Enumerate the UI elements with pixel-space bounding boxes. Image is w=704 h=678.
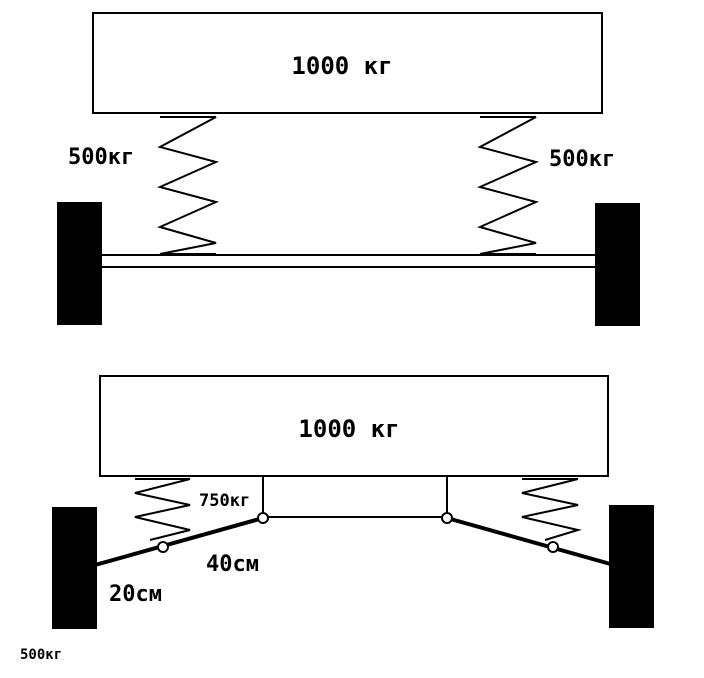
bottom-left-inner-pivot [257,512,269,524]
bottom-right-spring-pivot [547,541,559,553]
bottom-subframe [262,477,448,518]
top-diagram: 1000 кг 500кг 500кг [57,12,640,326]
top-right-spring-label: 500кг [549,147,615,172]
bottom-left-spring-pivot [157,541,169,553]
bottom-right-inner-pivot [441,512,453,524]
bottom-right-spring [521,478,582,541]
bottom-left-control-arm [94,516,264,567]
top-axle [99,254,597,268]
bottom-car-body [99,375,609,477]
bottom-diagram: 1000 кг 750кг 40см 20см 500кг [20,375,654,663]
bottom-right-control-arm [446,516,615,567]
bottom-inner-load-label: 750кг [199,491,250,511]
top-left-spring-label: 500кг [68,145,134,170]
top-right-spring [477,116,539,255]
top-left-wheel [57,202,102,325]
bottom-short-arm-label: 20см [109,582,162,607]
top-body-label: 1000 кг [291,52,392,80]
top-car-body [92,12,603,114]
bottom-body-label: 1000 кг [298,415,399,443]
bottom-left-spring [134,478,191,541]
bottom-left-wheel [52,507,97,629]
bottom-long-arm-label: 40см [206,552,259,577]
bottom-corner-label: 500кг [20,647,62,663]
top-left-spring [157,116,219,255]
top-right-wheel [595,203,640,326]
bottom-right-wheel [609,505,654,628]
